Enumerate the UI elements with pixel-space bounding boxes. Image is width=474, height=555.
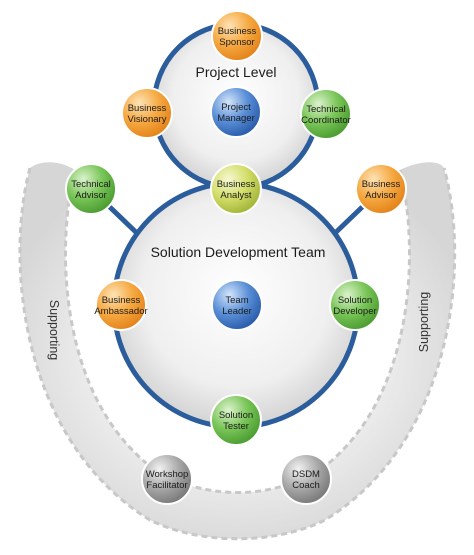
node-business-analyst: Business Analyst <box>210 163 262 215</box>
node-dsdm-coach: DSDM Coach <box>280 453 332 505</box>
svg-text:Business: Business <box>102 295 141 306</box>
svg-text:DSDM: DSDM <box>292 469 320 480</box>
svg-text:Analyst: Analyst <box>220 190 252 201</box>
supporting-band-shape <box>19 162 455 539</box>
node-technical-advisor: Technical Advisor <box>65 163 117 215</box>
svg-text:Business: Business <box>128 103 167 114</box>
svg-text:Coordinator: Coordinator <box>301 115 351 126</box>
svg-text:Workshop: Workshop <box>146 469 189 480</box>
svg-text:Manager: Manager <box>217 113 255 124</box>
svg-text:Visionary: Visionary <box>128 114 167 125</box>
node-workshop-facilitator: Workshop Facilitator <box>141 453 193 505</box>
node-solution-tester: Solution Tester <box>210 394 262 446</box>
svg-text:Coach: Coach <box>292 480 319 491</box>
svg-text:Leader: Leader <box>222 306 252 317</box>
node-business-visionary: Business Visionary <box>121 87 173 139</box>
svg-text:Business: Business <box>218 26 257 37</box>
svg-text:Tester: Tester <box>223 421 249 432</box>
svg-text:Solution: Solution <box>338 295 372 306</box>
svg-text:Team: Team <box>225 295 248 306</box>
svg-text:Business: Business <box>362 179 401 190</box>
node-project-manager: Project Manager <box>210 86 262 138</box>
node-technical-coordinator: Technical Coordinator <box>300 88 352 140</box>
svg-text:Business: Business <box>217 179 256 190</box>
node-business-advisor: Business Advisor <box>355 163 407 215</box>
supporting-dashed-inner <box>64 169 411 494</box>
node-solution-developer: Solution Developer <box>329 279 381 331</box>
supporting-dashed-outer <box>18 167 457 541</box>
supporting-label-right: Supporting <box>417 292 431 353</box>
svg-text:Facilitator: Facilitator <box>146 480 187 491</box>
svg-text:Project: Project <box>221 102 251 113</box>
svg-text:Ambassador: Ambassador <box>94 306 147 317</box>
svg-text:Technical: Technical <box>306 104 346 115</box>
svg-text:Sponsor: Sponsor <box>219 37 254 48</box>
node-business-ambassador: Business Ambassador <box>94 279 148 331</box>
svg-text:Advisor: Advisor <box>365 190 397 201</box>
svg-text:Technical: Technical <box>71 179 111 190</box>
svg-text:Advisor: Advisor <box>75 190 107 201</box>
svg-text:Developer: Developer <box>333 306 376 317</box>
svg-text:Solution: Solution <box>219 410 253 421</box>
project-level-title: Project Level <box>196 64 277 80</box>
supporting-label-left: Supporting <box>47 300 61 361</box>
solution-team-title: Solution Development Team <box>151 244 326 260</box>
node-team-leader: Team Leader <box>211 279 263 331</box>
node-business-sponsor: Business Sponsor <box>211 10 263 62</box>
